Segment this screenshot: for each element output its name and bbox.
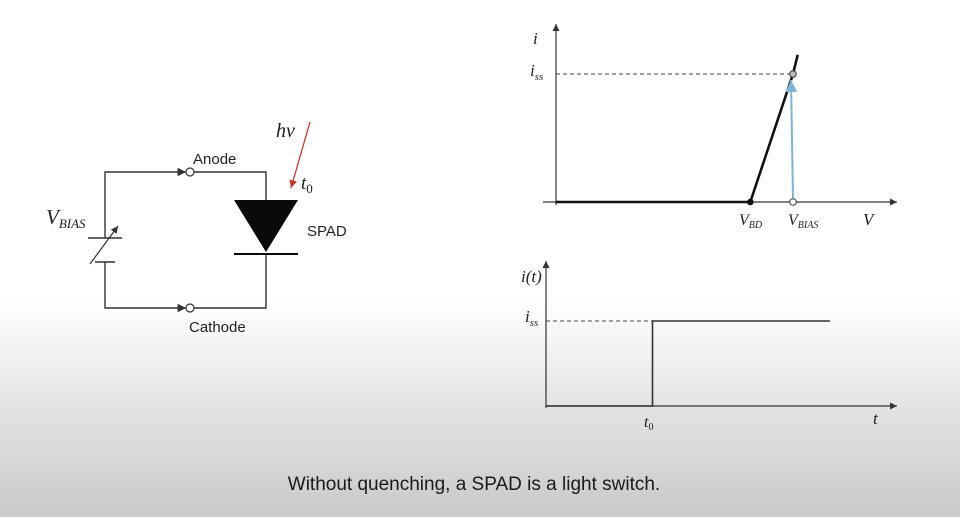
- variable-battery-symbol: [88, 225, 122, 265]
- iv-bias-point: [789, 198, 797, 206]
- caption: Without quenching, a SPAD is a light swi…: [287, 474, 661, 495]
- spad-label: SPAD: [307, 223, 347, 240]
- anode-terminal: [185, 167, 195, 177]
- it-x-axis-label: t: [873, 409, 879, 428]
- photon-arrow: [289, 121, 311, 189]
- vbias-label: VBIAS: [46, 205, 86, 231]
- iv-operating-point: [789, 70, 797, 78]
- iv-vbias-label: VBIAS: [788, 212, 818, 231]
- it-iss-label: iss: [525, 307, 538, 329]
- it-t0-label: t0: [644, 414, 653, 433]
- anode-label: Anode: [193, 151, 236, 168]
- iv-x-axis-label: V: [863, 210, 876, 229]
- photon-time-label: t0: [301, 173, 313, 196]
- circuit-wires: [104, 167, 267, 313]
- cathode-terminal: [185, 303, 195, 313]
- cathode-label: Cathode: [189, 319, 246, 336]
- iv-iss-label: iss: [530, 61, 543, 83]
- spad-diode-symbol: [234, 200, 298, 252]
- iv-vbd-label: VBD: [739, 212, 763, 231]
- iv-breakdown-point: [747, 198, 754, 206]
- it-y-axis-label: i(t): [521, 267, 542, 286]
- circuit: Anode Cathode SPAD hν t0 VBIAS: [46, 120, 347, 336]
- iv-y-axis-label: i: [533, 29, 538, 48]
- iv-chart: i iss V VBD VBIAS: [530, 24, 897, 231]
- photon-label: hν: [276, 120, 295, 142]
- iv-bias-arrow: [785, 79, 798, 199]
- iv-curve: [556, 54, 799, 204]
- it-chart: i(t) iss t t0: [521, 261, 897, 433]
- it-curve: [546, 320, 830, 407]
